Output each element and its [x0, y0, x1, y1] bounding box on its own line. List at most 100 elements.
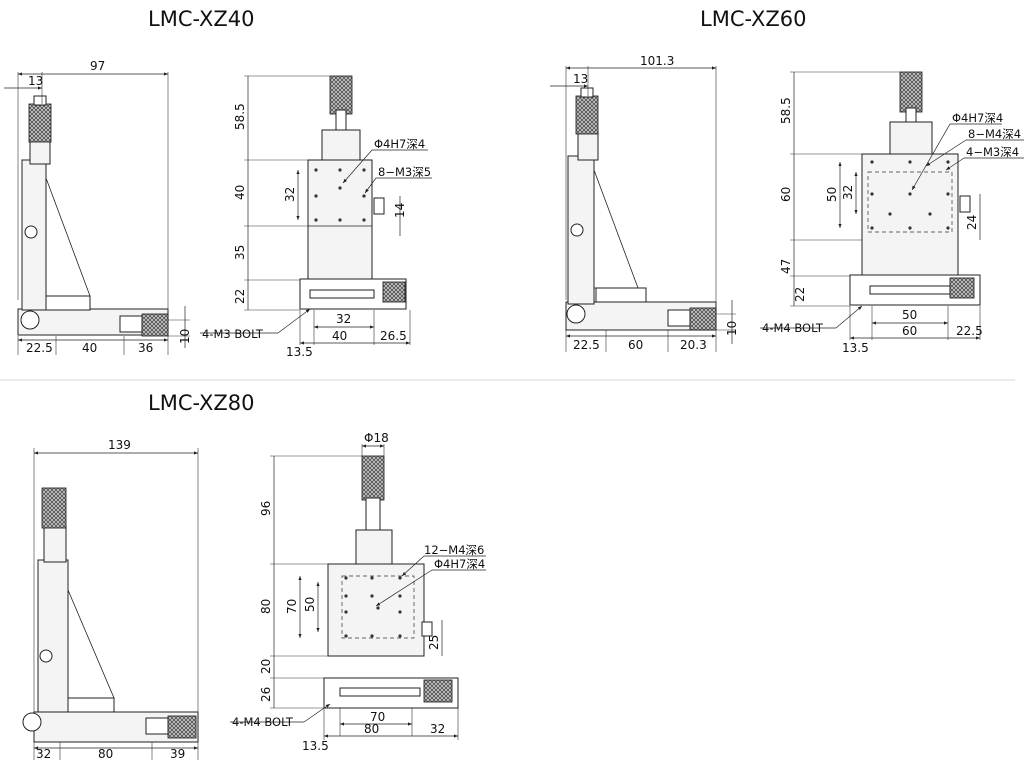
svg-text:22.5: 22.5 [26, 341, 53, 355]
lock-knob-icon [570, 223, 584, 237]
lock-knob-icon [24, 225, 38, 239]
x-stage-slot [869, 285, 951, 295]
x-micrometer-sleeve [667, 309, 691, 327]
x-stage-slot [309, 289, 375, 299]
mounting-holes [870, 160, 950, 230]
x-micrometer-knob [382, 281, 406, 303]
lock-knob-icon [39, 649, 53, 663]
mounting-pattern-outline [867, 171, 953, 233]
x-micrometer-sleeve [119, 315, 143, 333]
micrometer-cap [580, 87, 594, 98]
micrometer-knob [329, 75, 353, 115]
svg-text:35: 35 [233, 245, 247, 260]
svg-text:13.5: 13.5 [302, 739, 329, 753]
svg-text:39: 39 [170, 747, 185, 761]
upper-block [889, 121, 933, 157]
front-view: 58.5 40 35 22 32 14 Φ4H7深4 8−M3深5 32 40 … [200, 75, 432, 359]
upper-block [321, 129, 361, 163]
svg-text:32: 32 [336, 312, 351, 326]
support-bracket [67, 589, 115, 699]
front-view: 58.5 60 47 22 50 32 24 Φ4H7深4 8−M4深4 4−M… [760, 71, 1024, 355]
svg-text:4-M4 BOLT: 4-M4 BOLT [232, 715, 294, 729]
svg-text:26: 26 [259, 687, 273, 702]
svg-text:40: 40 [233, 185, 247, 200]
micrometer-knob [575, 95, 599, 135]
micrometer-knob [28, 103, 52, 143]
micrometer-spindle [335, 109, 347, 133]
svg-text:50: 50 [902, 308, 917, 322]
drawing-lmc-xz80: LMC-XZ80 139 32 80 39 [22, 391, 486, 761]
svg-text:32: 32 [283, 187, 297, 202]
svg-text:22: 22 [233, 289, 247, 304]
model-title: LMC-XZ80 [148, 391, 255, 415]
svg-text:32: 32 [430, 722, 445, 736]
x-stage-slot [339, 687, 421, 697]
svg-text:13.5: 13.5 [286, 345, 313, 359]
svg-text:13: 13 [573, 72, 588, 86]
side-view: 101.3 13 22.5 60 20.3 10 [550, 54, 739, 352]
svg-text:60: 60 [779, 187, 793, 202]
svg-text:10: 10 [725, 321, 739, 336]
micrometer-sleeve [29, 139, 51, 165]
micrometer-sleeve [577, 131, 599, 161]
svg-text:70: 70 [285, 599, 299, 614]
svg-text:40: 40 [82, 341, 97, 355]
lock-screw-icon [373, 197, 385, 215]
micrometer-knob [899, 71, 923, 113]
svg-text:96: 96 [259, 501, 273, 516]
support-bracket [45, 177, 91, 297]
mounting-holes [344, 576, 402, 638]
svg-text:58.5: 58.5 [233, 103, 247, 130]
lock-screw-icon [421, 621, 433, 637]
base-plate [39, 295, 91, 311]
micrometer-knob [41, 487, 67, 529]
x-micrometer-knob [689, 307, 717, 331]
upper-block [355, 529, 393, 567]
z-stage-body [327, 563, 425, 657]
svg-text:24: 24 [965, 215, 979, 230]
svg-text:22.5: 22.5 [956, 324, 983, 338]
x-micrometer-knob [949, 277, 975, 299]
vertical-stage [37, 559, 69, 713]
svg-text:4−M3深4: 4−M3深4 [966, 145, 1019, 159]
svg-text:13: 13 [28, 74, 43, 88]
svg-text:20: 20 [259, 659, 273, 674]
model-title: LMC-XZ60 [700, 7, 807, 31]
micrometer-spindle [365, 497, 381, 533]
svg-text:32: 32 [841, 185, 855, 200]
svg-text:101.3: 101.3 [640, 54, 674, 68]
svg-text:8−M3深5: 8−M3深5 [378, 165, 431, 179]
svg-text:14: 14 [393, 203, 407, 218]
svg-text:32: 32 [36, 747, 51, 761]
mounting-pattern-outline [341, 575, 415, 639]
svg-text:40: 40 [332, 329, 347, 343]
svg-text:22.5: 22.5 [573, 338, 600, 352]
svg-text:47: 47 [779, 259, 793, 274]
x-micrometer-sleeve [145, 717, 169, 735]
svg-text:58.5: 58.5 [779, 97, 793, 124]
svg-text:Φ4H7深4: Φ4H7深4 [434, 557, 485, 571]
svg-text:10: 10 [178, 329, 192, 344]
lock-screw-icon [959, 195, 971, 213]
micrometer-knob [361, 455, 385, 501]
svg-text:12−M4深6: 12−M4深6 [424, 543, 484, 557]
support-bracket [593, 169, 639, 289]
svg-text:50: 50 [825, 187, 839, 202]
mounting-holes [314, 168, 366, 222]
svg-text:80: 80 [259, 599, 273, 614]
z-stage-body [861, 153, 959, 277]
micrometer-sleeve [43, 525, 67, 563]
svg-text:25: 25 [427, 635, 441, 650]
svg-text:26.5: 26.5 [380, 329, 407, 343]
drawing-lmc-xz60: LMC-XZ60 101.3 13 22.5 [550, 7, 1024, 355]
svg-text:4-M4 BOLT: 4-M4 BOLT [762, 321, 824, 335]
model-title: LMC-XZ40 [148, 7, 255, 31]
side-knob-icon [566, 304, 586, 324]
drawing-lmc-xz40: LMC-XZ40 97 13 [4, 7, 432, 359]
svg-text:36: 36 [138, 341, 153, 355]
svg-text:97: 97 [90, 59, 105, 73]
side-view: 139 32 80 39 [22, 438, 199, 761]
svg-text:60: 60 [628, 338, 643, 352]
side-knob-icon [20, 310, 40, 330]
